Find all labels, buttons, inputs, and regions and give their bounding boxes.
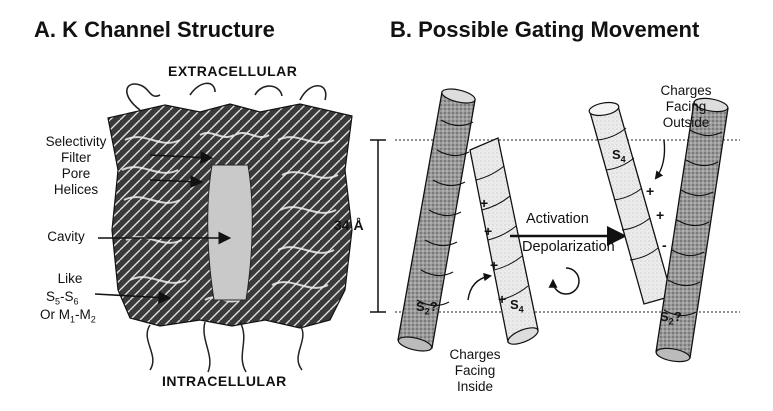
s4-left-label: S4 bbox=[510, 297, 524, 315]
selectivity-label: Selectivity bbox=[45, 134, 107, 149]
panel-a-title: A. K Channel Structure bbox=[34, 17, 275, 42]
plus-left-4: + bbox=[498, 291, 507, 307]
panel-b-title: B. Possible Gating Movement bbox=[390, 17, 700, 42]
dimension-label: 34 Å bbox=[334, 217, 364, 233]
outside-caption-1: Charges bbox=[660, 83, 712, 98]
extracellular-label: EXTRACELLULAR bbox=[168, 63, 298, 79]
s2-right-label: S2? bbox=[660, 309, 682, 327]
s4-right-label: S4 bbox=[612, 147, 626, 165]
helix-s4-right bbox=[588, 101, 673, 305]
plus-right-2: + bbox=[656, 207, 665, 223]
inside-caption-1: Charges bbox=[449, 347, 501, 362]
s5-s6-label: S5-S6 bbox=[46, 289, 79, 307]
filter-label: Filter bbox=[61, 150, 91, 165]
helix-s2-left bbox=[397, 88, 476, 352]
helix-s4-left bbox=[469, 137, 539, 345]
activation-label: Activation bbox=[526, 211, 589, 227]
helices-label: Helices bbox=[53, 182, 99, 197]
plus-left-2: + bbox=[484, 223, 493, 239]
plus-left-3: + bbox=[490, 257, 499, 273]
outside-caption-3: Outside bbox=[662, 115, 710, 130]
minus-right: - bbox=[662, 237, 667, 253]
plus-left-1: + bbox=[480, 195, 489, 211]
helix-s2-right bbox=[655, 97, 729, 363]
dimension-bar bbox=[370, 139, 386, 313]
inside-caption-3: Inside bbox=[456, 379, 494, 394]
like-label: Like bbox=[57, 271, 83, 286]
channel-structure bbox=[94, 82, 353, 373]
outside-caption-2: Facing bbox=[665, 99, 707, 114]
cavity-label: Cavity bbox=[47, 229, 85, 244]
m1-m2-label: Or M1-M2 bbox=[40, 307, 96, 325]
s2-left-label: S2? bbox=[416, 299, 438, 317]
inside-caption-2: Facing bbox=[454, 363, 496, 378]
depolarization-label: Depolarization bbox=[522, 239, 615, 255]
intracellular-label: INTRACELLULAR bbox=[162, 373, 287, 389]
plus-right-1: + bbox=[646, 183, 655, 199]
pore-label: Pore bbox=[61, 166, 91, 181]
